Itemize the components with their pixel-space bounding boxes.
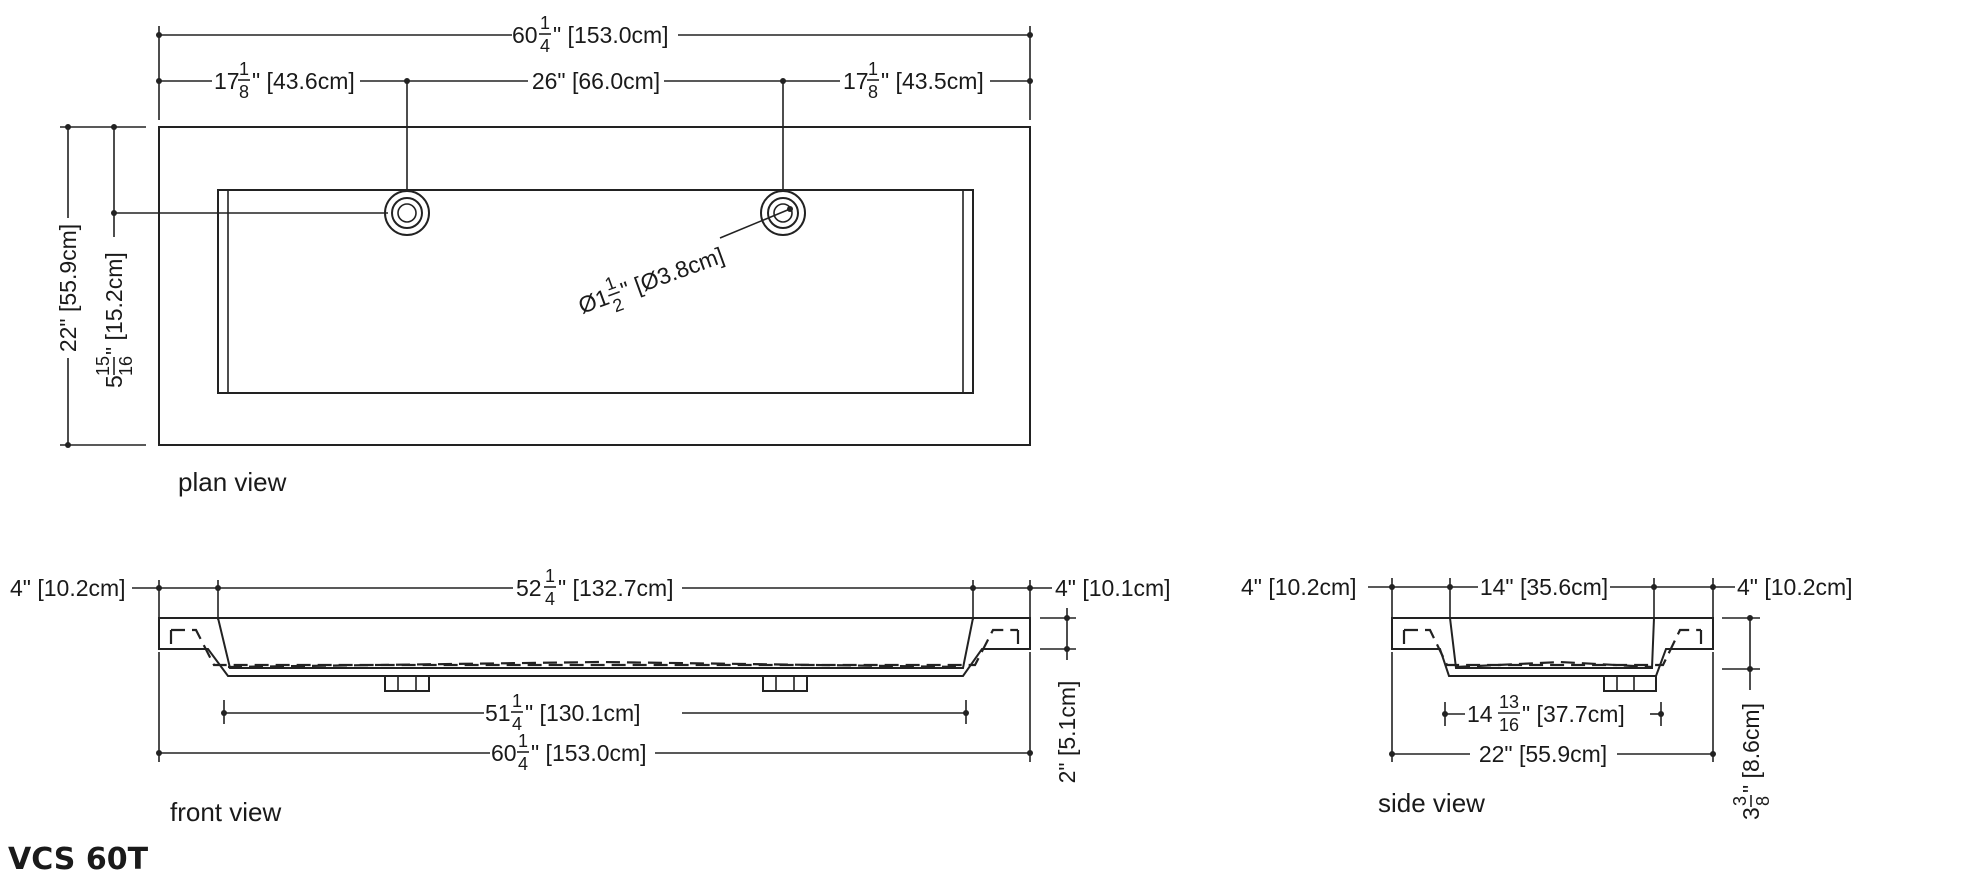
plan-hole-inset-whole: 5 xyxy=(101,375,127,388)
plan-view: 60 1 4 " [153.0cm] 17 1 8 " [43.6cm] 26"… xyxy=(55,13,1033,497)
plan-right-offset-whole: 17 xyxy=(843,68,869,94)
plan-right-offset-num: 1 xyxy=(868,59,878,79)
side-height-num: 3 xyxy=(1730,796,1750,806)
front-overall-width-whole: 60 xyxy=(491,740,517,766)
front-left-rim: 4" [10.2cm] xyxy=(10,575,126,601)
plan-left-offset-metric: " [43.6cm] xyxy=(252,68,355,94)
side-height-metric: " [8.6cm] xyxy=(1738,703,1764,793)
front-basin-bottom-whole: 51 xyxy=(485,700,511,726)
plan-view-label: plan view xyxy=(178,467,287,497)
side-basin-bottom-whole: 14 xyxy=(1467,701,1493,727)
plan-hole-inset-num: 15 xyxy=(93,356,113,376)
front-sink-profile xyxy=(158,617,1031,677)
plan-basin-outline xyxy=(217,189,974,394)
side-height-whole: 3 xyxy=(1738,807,1764,820)
front-view: 4" [10.2cm] 52 1 4 " [132.7cm] 4" [10.1c… xyxy=(10,566,1171,827)
plan-left-offset-den: 8 xyxy=(239,82,249,102)
plan-right-offset-metric: " [43.5cm] xyxy=(881,68,984,94)
drain-hole-left xyxy=(384,190,430,236)
side-basin-top: 14" [35.6cm] xyxy=(1480,574,1608,600)
side-basin-bottom-num: 13 xyxy=(1499,692,1519,712)
plan-overall-width-den: 4 xyxy=(540,36,550,56)
plan-right-offset-den: 8 xyxy=(868,82,878,102)
plan-depth: 22" [55.9cm] xyxy=(55,224,81,352)
side-basin-bottom-metric: " [37.7cm] xyxy=(1522,701,1625,727)
plan-outer-outline xyxy=(158,126,1031,446)
plan-hole-diameter-metric: " [Ø3.8cm] xyxy=(617,242,727,303)
plan-left-offset-whole: 17 xyxy=(214,68,240,94)
side-left-rim: 4" [10.2cm] xyxy=(1241,574,1357,600)
front-basin-top-whole: 52 xyxy=(516,575,542,601)
side-view-label: side view xyxy=(1378,788,1485,818)
side-overall-depth: 22" [55.9cm] xyxy=(1479,741,1607,767)
plan-center-spacing: 26" [66.0cm] xyxy=(532,68,660,94)
front-basin-bottom-num: 1 xyxy=(512,691,522,711)
front-view-label: front view xyxy=(170,797,281,827)
side-view: 4" [10.2cm] 14" [35.6cm] 4" [10.2cm] 3 3… xyxy=(1241,574,1853,820)
front-overall-width-num: 1 xyxy=(518,731,528,751)
side-right-rim: 4" [10.2cm] xyxy=(1737,574,1853,600)
plan-overall-width-metric: " [153.0cm] xyxy=(553,22,669,48)
plan-left-offset-num: 1 xyxy=(239,59,249,79)
front-basin-top-den: 4 xyxy=(545,589,555,609)
plan-overall-width-whole: 60 xyxy=(512,22,538,48)
front-basin-top-num: 1 xyxy=(545,566,555,586)
drain-hole-right xyxy=(760,190,806,236)
front-deck-height: 2" [5.1cm] xyxy=(1054,681,1080,784)
side-height-den: 8 xyxy=(1753,796,1773,806)
front-basin-bottom-den: 4 xyxy=(512,714,522,734)
plan-hole-inset-den: 16 xyxy=(116,356,136,376)
front-overall-width-metric: " [153.0cm] xyxy=(531,740,647,766)
front-basin-top-metric: " [132.7cm] xyxy=(558,575,674,601)
plan-overall-width-num: 1 xyxy=(540,13,550,33)
model-title: VCS 60T xyxy=(8,842,149,877)
plan-hole-inset-metric: " [15.2cm] xyxy=(101,252,127,355)
front-basin-bottom-metric: " [130.1cm] xyxy=(525,700,641,726)
front-overall-width-den: 4 xyxy=(518,754,528,774)
front-right-rim: 4" [10.1cm] xyxy=(1055,575,1171,601)
side-basin-bottom-den: 16 xyxy=(1499,715,1519,735)
